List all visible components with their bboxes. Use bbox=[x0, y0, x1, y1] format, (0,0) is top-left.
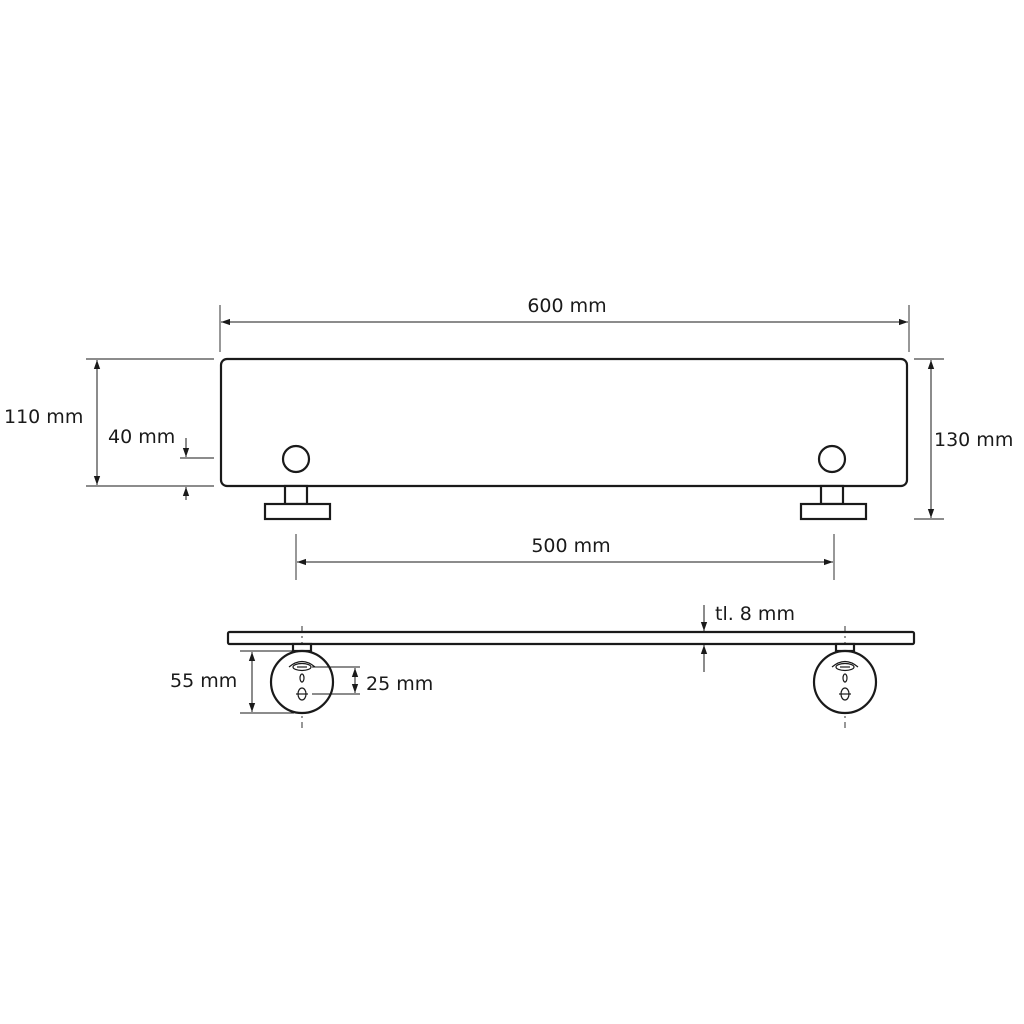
right-mount-hole bbox=[817, 444, 847, 474]
shelf-plate-top bbox=[219, 357, 909, 488]
dim-shelf-depth-label: 110 mm bbox=[4, 406, 83, 428]
left-mount-hole bbox=[281, 444, 311, 474]
dim-shelf-depth: 110 mm bbox=[4, 358, 214, 487]
dim-total-width: 600 mm bbox=[219, 295, 910, 352]
left-mount-base bbox=[263, 502, 332, 521]
left-mount-stem bbox=[283, 484, 309, 506]
right-bracket-front bbox=[812, 626, 878, 728]
dim-bracket-diameter-label: 55 mm bbox=[170, 670, 237, 692]
dim-mount-offset-label: 40 mm bbox=[108, 426, 175, 448]
dim-total-depth-label: 130 mm bbox=[934, 429, 1013, 451]
dim-glass-thickness-label: tl. 8 mm bbox=[715, 603, 795, 625]
left-bracket-front bbox=[269, 626, 335, 728]
dim-mount-spacing: 500 mm bbox=[295, 534, 835, 580]
right-mount-stem bbox=[819, 484, 845, 506]
right-mount-top bbox=[799, 444, 868, 521]
glass-plate-front bbox=[226, 630, 916, 646]
dim-glass-thickness: tl. 8 mm bbox=[700, 603, 795, 672]
dim-mount-offset: 40 mm bbox=[108, 426, 214, 500]
top-view: 600 mm 110 mm 40 mm 130 mm 5 bbox=[4, 295, 1013, 580]
dim-mount-spacing-label: 500 mm bbox=[531, 535, 610, 557]
dim-hole-spacing-label: 25 mm bbox=[366, 673, 433, 695]
dim-total-width-label: 600 mm bbox=[527, 295, 606, 317]
right-mount-base bbox=[799, 502, 868, 521]
dim-bracket-diameter: 55 mm bbox=[170, 650, 294, 714]
dim-hole-spacing: 25 mm bbox=[312, 666, 433, 695]
dim-total-depth: 130 mm bbox=[914, 358, 1013, 520]
left-mount-top bbox=[263, 444, 332, 521]
front-view: tl. 8 mm 55 mm 25 mm bbox=[170, 603, 916, 728]
